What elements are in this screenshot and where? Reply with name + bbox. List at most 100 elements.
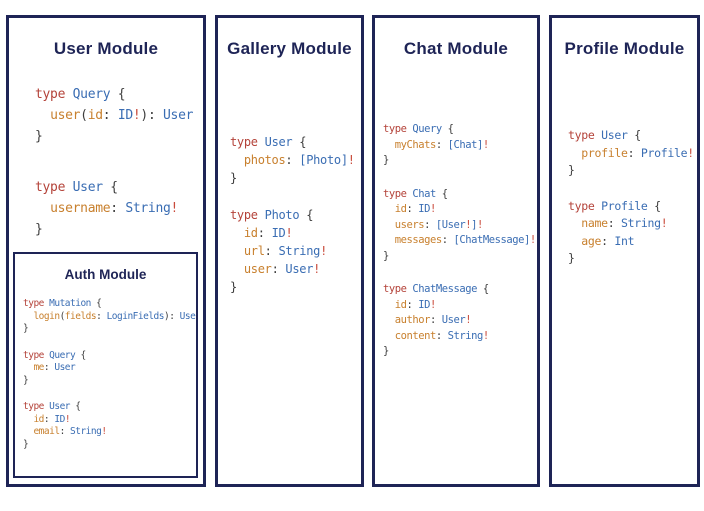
code-token: ! bbox=[320, 244, 327, 258]
code-line: } bbox=[35, 219, 203, 240]
code-token: : bbox=[285, 153, 300, 167]
code-token: String bbox=[447, 329, 484, 342]
type-definition-block: type User { profile: Profile!} bbox=[568, 127, 697, 180]
code-token: Query bbox=[412, 123, 442, 135]
code-token bbox=[383, 299, 395, 311]
code-token: : bbox=[435, 329, 448, 342]
code-token: [Photo] bbox=[299, 153, 348, 167]
code-token bbox=[568, 146, 581, 160]
code-token: } bbox=[383, 154, 389, 166]
code-token: type bbox=[383, 283, 407, 295]
code-token: ! bbox=[660, 216, 668, 230]
code-token: ! bbox=[285, 226, 293, 240]
code-token: ID bbox=[54, 413, 65, 425]
code-token: : bbox=[441, 234, 454, 246]
code-line: myChats: [Chat]! bbox=[383, 138, 537, 154]
code-token: User bbox=[179, 310, 196, 322]
code-token: ! bbox=[465, 218, 472, 231]
code-token: : bbox=[601, 233, 615, 248]
code-line: } bbox=[383, 344, 537, 360]
type-definition-block: type Chat { id: ID! users: [User!]! mess… bbox=[383, 187, 537, 265]
code-token bbox=[65, 180, 73, 195]
code-token: User bbox=[264, 135, 293, 149]
code-token bbox=[568, 234, 581, 248]
code-token: } bbox=[230, 280, 237, 294]
code-token: type bbox=[35, 180, 66, 195]
code-token: Profile bbox=[640, 145, 688, 160]
code-token: ! bbox=[170, 201, 179, 216]
code-line: content: String! bbox=[383, 329, 537, 345]
code-token: String bbox=[70, 426, 102, 437]
code-line: type User { bbox=[35, 177, 203, 198]
code-token: } bbox=[230, 171, 237, 185]
code-token bbox=[230, 226, 244, 240]
code-line: users: [User!]! bbox=[383, 218, 537, 234]
code-token: type bbox=[568, 198, 595, 213]
code-token: ID bbox=[117, 108, 133, 123]
code-line: id: ID! bbox=[383, 298, 537, 314]
type-definition-block: type Photo { id: ID! url: String! user: … bbox=[230, 206, 361, 296]
code-line: photos: [Photo]! bbox=[230, 151, 361, 169]
code-token: { bbox=[102, 180, 118, 195]
code-token: fields bbox=[64, 310, 97, 322]
code-token: Chat bbox=[412, 187, 436, 200]
code-token: { bbox=[647, 198, 661, 213]
code-token: username bbox=[50, 201, 111, 216]
code-line: messages: [ChatMessage]! bbox=[383, 233, 537, 249]
profile-module-schema-code: type User { profile: Profile!}type Profi… bbox=[552, 127, 697, 268]
code-token: : bbox=[435, 138, 448, 151]
code-token: Photo bbox=[264, 208, 300, 222]
code-line: } bbox=[568, 162, 697, 180]
code-line: type Mutation { bbox=[23, 298, 196, 311]
code-token bbox=[383, 139, 395, 151]
code-line: } bbox=[23, 323, 196, 336]
code-token bbox=[230, 153, 244, 167]
code-token: ! bbox=[465, 314, 472, 326]
type-definition-block: type Query { me: User} bbox=[23, 350, 196, 388]
code-line: type Query { bbox=[23, 350, 196, 363]
code-line: type Query { bbox=[383, 122, 537, 138]
code-line: user(id: ID!): User bbox=[35, 105, 203, 126]
code-token bbox=[35, 108, 50, 123]
code-token: ! bbox=[482, 329, 489, 342]
code-token: ! bbox=[529, 234, 536, 246]
chat-module-panel: Chat Module type Query { myChats: [Chat]… bbox=[372, 15, 540, 487]
code-line: type Query { bbox=[35, 84, 203, 105]
code-token bbox=[568, 216, 581, 230]
gallery-module-title: Gallery Module bbox=[227, 39, 352, 58]
code-token: type bbox=[230, 135, 258, 149]
code-token: url bbox=[243, 244, 265, 258]
code-token bbox=[23, 426, 33, 437]
code-line: } bbox=[23, 439, 196, 452]
code-token: User bbox=[49, 401, 71, 412]
code-token bbox=[65, 87, 73, 102]
code-line: username: String! bbox=[35, 198, 203, 219]
code-token: age bbox=[581, 233, 602, 248]
code-token: : bbox=[607, 216, 621, 230]
code-token: myChats bbox=[394, 138, 437, 151]
code-line: name: String! bbox=[568, 215, 697, 233]
code-token: Profile bbox=[601, 198, 648, 213]
code-token: photos bbox=[243, 153, 286, 167]
code-line: } bbox=[35, 126, 203, 147]
code-token bbox=[383, 219, 395, 231]
code-token: : bbox=[102, 108, 118, 123]
code-token: users bbox=[394, 218, 425, 231]
code-token: : bbox=[627, 145, 641, 160]
type-definition-block: type Profile { name: String! age: Int} bbox=[568, 198, 697, 268]
code-token: ID bbox=[271, 226, 286, 240]
code-token: ! bbox=[476, 218, 483, 231]
type-definition-block: type Query { myChats: [Chat]!} bbox=[383, 122, 537, 169]
code-token: ! bbox=[347, 153, 355, 167]
code-token: : bbox=[406, 203, 419, 215]
code-token: String bbox=[125, 201, 171, 216]
code-token: type bbox=[568, 128, 595, 142]
code-token: Query bbox=[49, 349, 76, 361]
code-token bbox=[23, 311, 33, 322]
user-module-schema-code: type Query { user(id: ID!): User} type Us… bbox=[9, 84, 203, 240]
code-token: } bbox=[568, 163, 575, 177]
code-token: Mutation bbox=[49, 298, 91, 309]
code-token: { bbox=[110, 87, 126, 102]
code-token bbox=[35, 201, 50, 216]
